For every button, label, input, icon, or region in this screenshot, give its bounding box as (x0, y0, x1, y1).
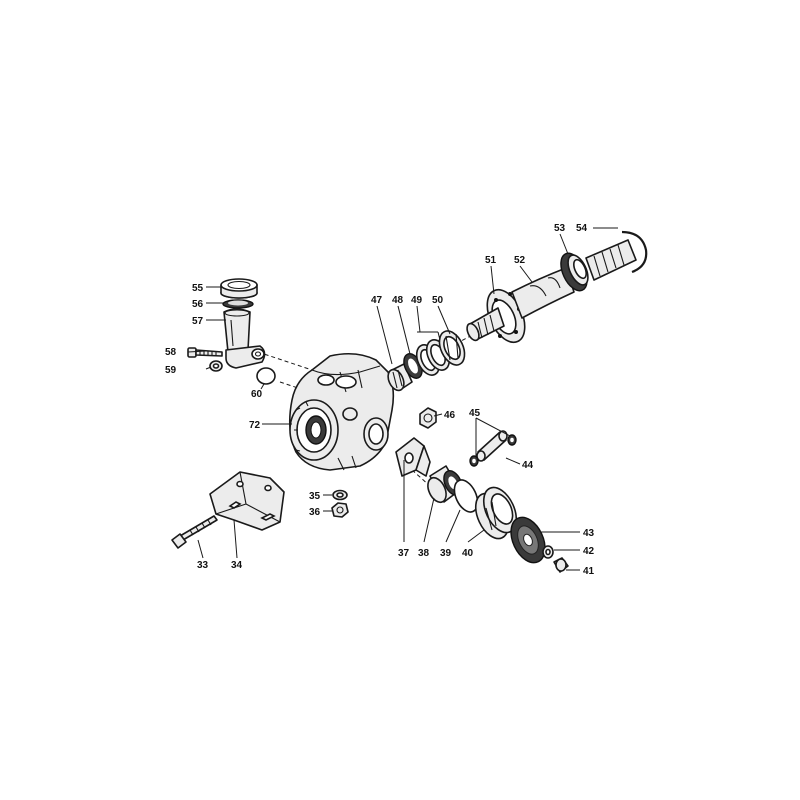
part-50-bearing-ring (438, 330, 466, 366)
callout-46: 46 (444, 410, 456, 421)
callout-59: 59 (165, 365, 177, 376)
part-33-bolt (171, 515, 218, 549)
part-54-circlip (621, 230, 648, 274)
part-40-cover (474, 486, 518, 540)
callout-33: 33 (197, 560, 209, 571)
part-57-filler-neck (223, 308, 266, 369)
part-39-o-ring (453, 479, 479, 513)
callout-40: 40 (462, 548, 474, 559)
callout-labels: 55 56 57 58 59 60 72 47 48 49 50 51 52 5… (165, 223, 595, 577)
part-53-splined-shaft (585, 239, 637, 281)
part-58-screw (187, 347, 223, 358)
callout-51: 51 (485, 255, 497, 266)
callout-39: 39 (440, 548, 452, 559)
callout-54: 54 (576, 223, 588, 234)
callout-47: 47 (371, 295, 383, 306)
part-47-bearing (387, 363, 413, 392)
callout-58: 58 (165, 347, 177, 358)
part-41-screw (553, 557, 569, 573)
callout-60: 60 (251, 389, 263, 400)
callout-44: 44 (522, 460, 534, 471)
part-53-seal (560, 252, 589, 292)
part-46-plug (419, 407, 437, 429)
part-34-mounting-bracket (209, 471, 285, 531)
leader-lines (187, 227, 618, 571)
callout-50: 50 (432, 295, 444, 306)
callout-49: 49 (411, 295, 423, 306)
callout-55: 55 (192, 283, 204, 294)
callout-52: 52 (514, 255, 526, 266)
part-56-gasket (222, 299, 254, 309)
callout-35: 35 (309, 491, 321, 502)
callout-42: 42 (583, 546, 595, 557)
part-35-washer (332, 489, 348, 501)
callout-38: 38 (418, 548, 430, 559)
callout-37: 37 (398, 548, 410, 559)
part-60-o-ring (256, 367, 276, 385)
callout-56: 56 (192, 299, 204, 310)
part-45-retaining-rings (469, 434, 517, 467)
callout-72: 72 (249, 420, 261, 431)
callout-45: 45 (469, 408, 481, 419)
callout-43: 43 (583, 528, 595, 539)
callout-53: 53 (554, 223, 566, 234)
part-55-cap (220, 278, 258, 299)
part-36-nut (331, 502, 349, 518)
part-52-shaft (511, 267, 575, 319)
callout-48: 48 (392, 295, 404, 306)
part-72-gearbox-housing (288, 352, 395, 471)
callout-57: 57 (192, 316, 204, 327)
part-59-washer (209, 360, 223, 372)
part-42-washer (542, 545, 554, 559)
part-37-bracket (395, 437, 431, 477)
callout-41: 41 (583, 566, 595, 577)
part-44-pin (476, 430, 508, 462)
callout-34: 34 (231, 560, 243, 571)
part-43-disc (510, 516, 546, 564)
callout-36: 36 (309, 507, 321, 518)
